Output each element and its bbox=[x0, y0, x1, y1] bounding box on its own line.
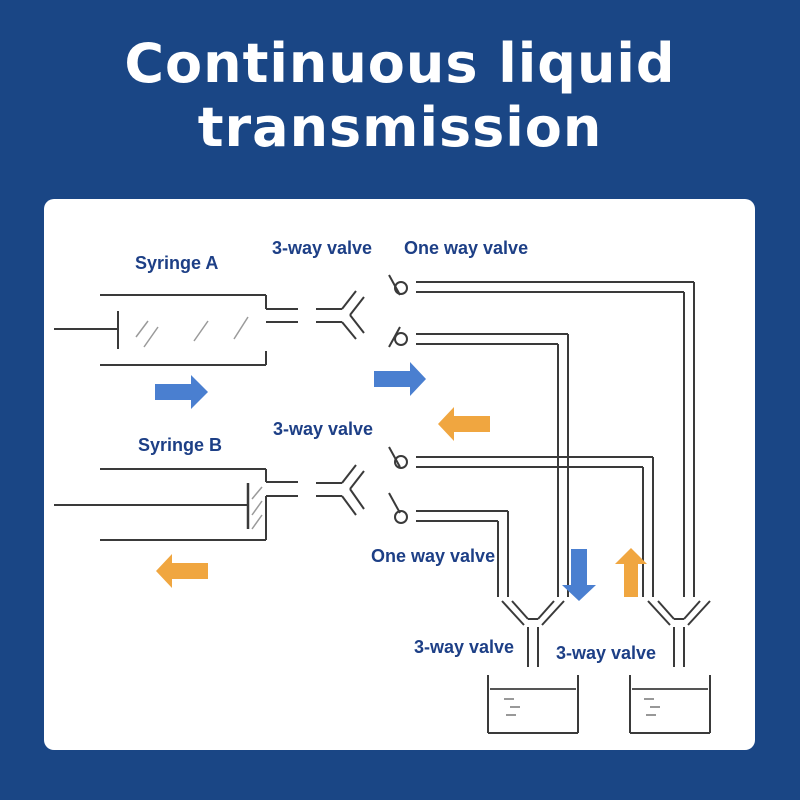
diagram-panel: Syringe A Syringe B 3-way valve 3-way va… bbox=[44, 199, 755, 750]
pipe-1 bbox=[416, 281, 695, 597]
one-way-valve-3 bbox=[388, 446, 408, 469]
three-way-valve-bottom-right bbox=[647, 600, 711, 667]
arrow-orange-up bbox=[615, 548, 647, 597]
three-way-valve-bottom-left bbox=[501, 600, 565, 667]
transmission-diagram: Syringe A Syringe B 3-way valve 3-way va… bbox=[54, 238, 711, 734]
arrow-blue-right-2 bbox=[374, 362, 426, 396]
label-one-way-valve-top: One way valve bbox=[404, 238, 528, 258]
pipe-2 bbox=[416, 333, 569, 597]
label-three-way-valve-bottom-left: 3-way valve bbox=[414, 637, 514, 657]
arrow-blue-down bbox=[562, 549, 596, 601]
label-three-way-valve-top: 3-way valve bbox=[272, 238, 372, 258]
arrow-orange-left-2 bbox=[156, 554, 208, 588]
syringe-b bbox=[54, 468, 298, 541]
label-syringe-b: Syringe B bbox=[138, 435, 222, 455]
three-way-valve-mid bbox=[316, 464, 365, 516]
container-right bbox=[629, 675, 711, 734]
title-line-2: transmission bbox=[197, 96, 603, 159]
one-way-valve-2 bbox=[388, 326, 408, 348]
arrow-blue-right-1 bbox=[155, 375, 208, 409]
syringe-a bbox=[54, 294, 298, 366]
container-left bbox=[487, 675, 579, 734]
one-way-valve-1 bbox=[388, 274, 408, 296]
pipe-4 bbox=[416, 510, 509, 597]
label-syringe-a: Syringe A bbox=[135, 253, 218, 273]
three-way-valve-top bbox=[316, 290, 365, 340]
arrow-orange-left-1 bbox=[438, 407, 490, 441]
page-title: Continuous liquid transmission bbox=[0, 32, 800, 160]
title-line-1: Continuous liquid bbox=[124, 32, 676, 95]
label-three-way-valve-bottom-right: 3-way valve bbox=[556, 643, 656, 663]
one-way-valve-4 bbox=[388, 492, 408, 524]
label-three-way-valve-mid: 3-way valve bbox=[273, 419, 373, 439]
pipe-3 bbox=[416, 456, 654, 597]
label-one-way-valve-bottom: One way valve bbox=[371, 546, 495, 566]
